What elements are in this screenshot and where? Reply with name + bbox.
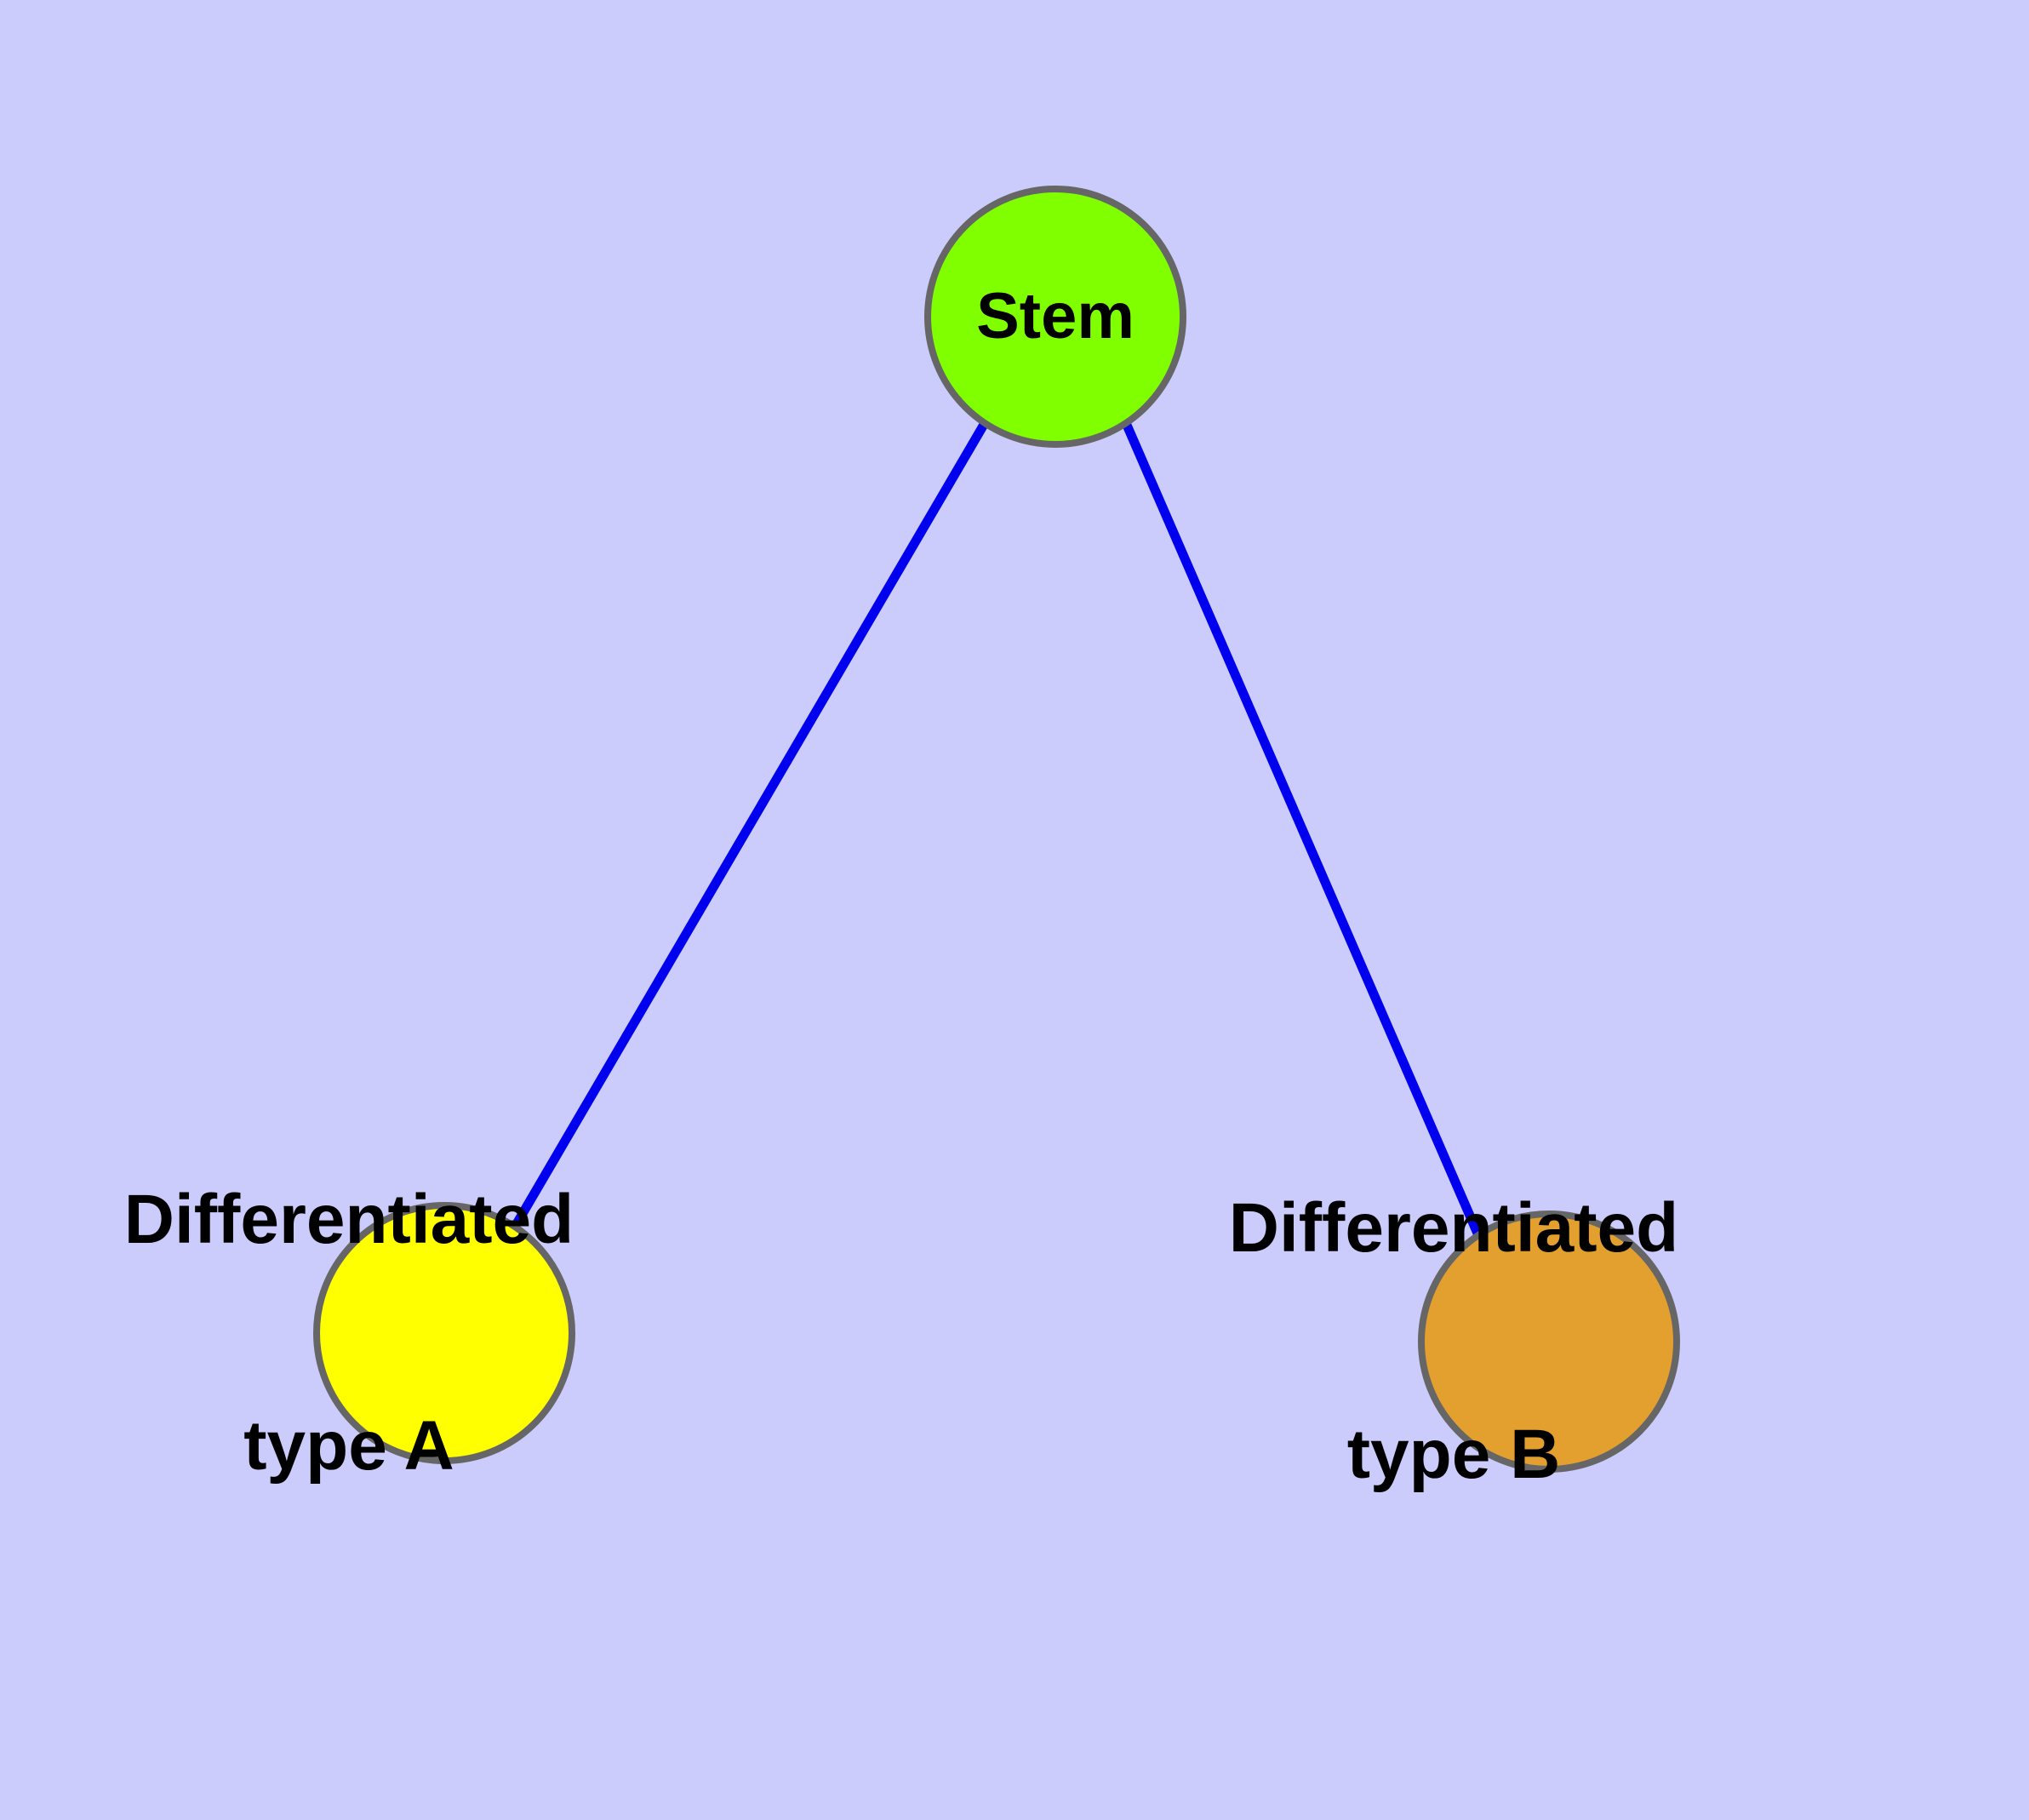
- differentiated-type-b-node[interactable]: [1418, 1210, 1680, 1473]
- differentiated-type-a-node[interactable]: [313, 1202, 575, 1464]
- stem-node[interactable]: [924, 186, 1186, 448]
- edge-layer: [511, 421, 1483, 1238]
- node-layer: [313, 186, 1680, 1473]
- edge-stem-to-differentiated-type-a: [511, 421, 989, 1229]
- edge-stem-to-differentiated-type-b: [1121, 421, 1483, 1238]
